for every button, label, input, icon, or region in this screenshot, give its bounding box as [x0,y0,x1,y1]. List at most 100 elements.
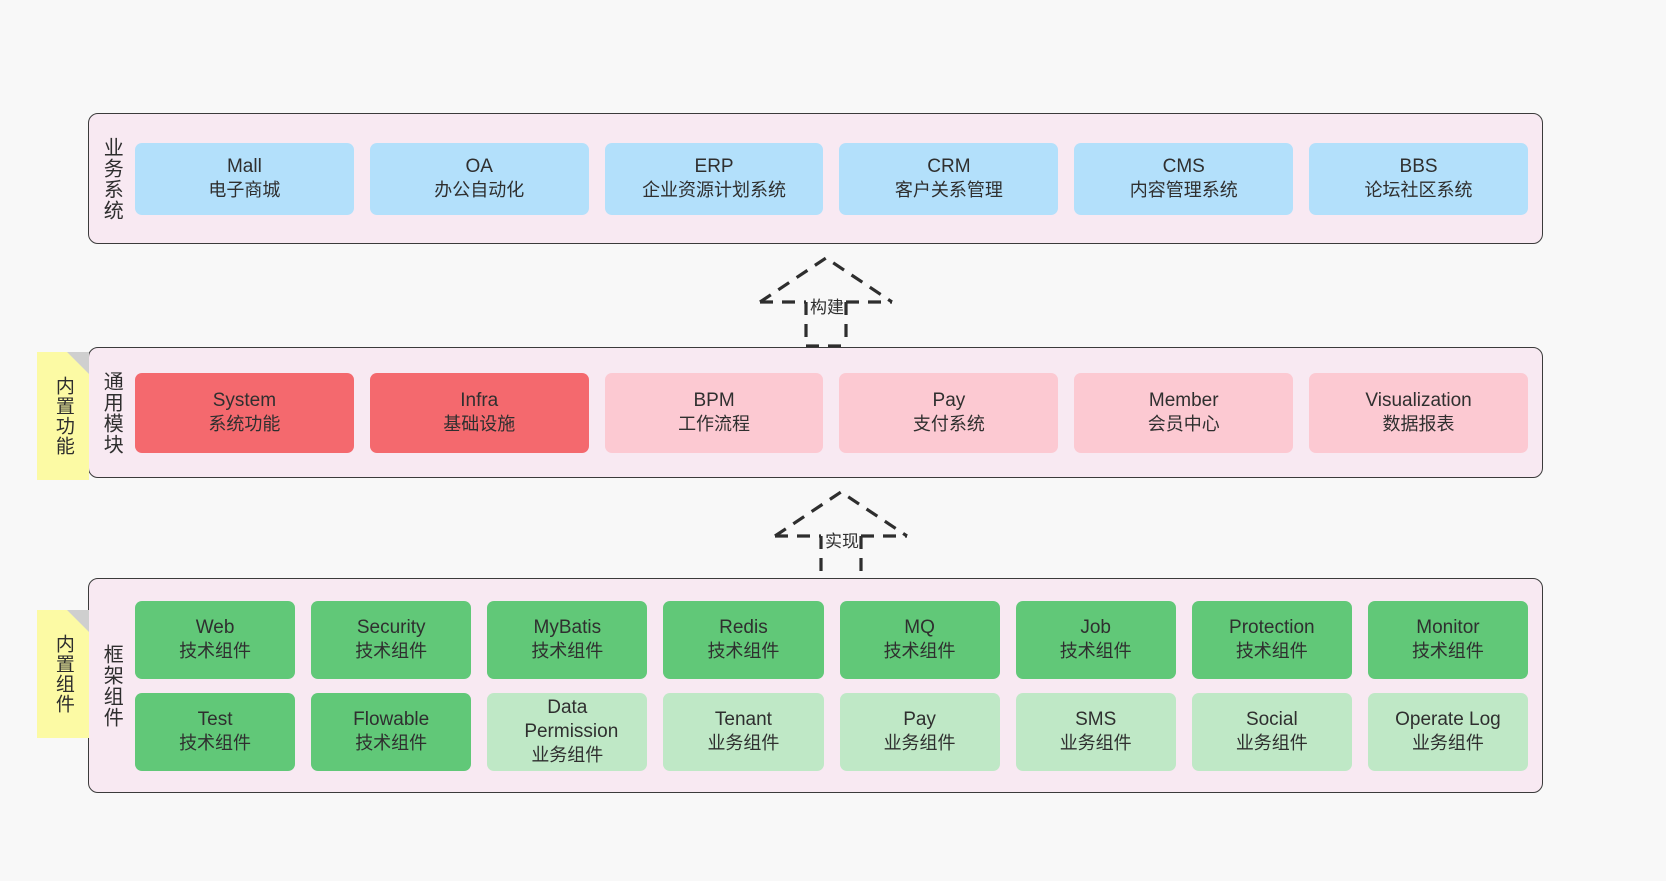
node-security[interactable]: Security 技术组件 [311,600,472,679]
node-subtitle: 业务组件 [883,733,956,754]
node-title: BBS [1399,156,1438,178]
node-mybatis[interactable]: MyBatis 技术组件 [487,600,648,679]
node-erp[interactable]: ERP 企业资源计划系统 [604,142,824,215]
layer-title-common-module: 通用模块 [100,370,123,455]
note-fold-icon [67,352,89,374]
node-subtitle: 技术组件 [531,641,604,662]
node-subtitle: 客户关系管理 [894,180,1003,201]
node-test[interactable]: Test 技术组件 [135,692,296,771]
node-subtitle: 业务组件 [1059,733,1132,754]
node-bpm[interactable]: BPM 工作流程 [604,372,824,453]
node-subtitle: 基础设施 [443,414,516,435]
node-title: Tenant [714,709,772,731]
node-subtitle: 会员中心 [1147,414,1220,435]
node-operate-log[interactable]: Operate Log 业务组件 [1367,692,1528,771]
node-tenant[interactable]: Tenant 业务组件 [663,692,824,771]
node-title: Social [1245,709,1298,731]
node-title: Operate Log [1395,709,1501,731]
note-builtin-feature-label: 内置功能 [52,376,74,456]
layer-title-business-system: 业务系统 [100,136,123,221]
node-member[interactable]: Member 会员中心 [1074,372,1294,453]
node-infra[interactable]: Infra 基础设施 [369,372,589,453]
node-title: Pay [932,390,966,412]
node-mall[interactable]: Mall 电子商城 [135,142,354,215]
node-subtitle: 支付系统 [912,414,985,435]
node-title: Test [197,709,233,731]
node-bbs[interactable]: BBS 论坛社区系统 [1309,142,1528,215]
node-title: Web [195,617,235,639]
node-crm[interactable]: CRM 客户关系管理 [839,142,1059,215]
layer-body-business-system: Mall 电子商城 OA 办公自动化 ERP 企业资源计划系统 CRM 客户关系… [133,114,1542,243]
node-row: Mall 电子商城 OA 办公自动化 ERP 企业资源计划系统 CRM 客户关系… [135,142,1528,215]
node-pay-module[interactable]: Pay 支付系统 [839,372,1059,453]
connector-implement: 实现 [765,484,925,584]
note-builtin-component: 内置组件 [37,610,89,738]
note-fold-icon [67,610,89,632]
node-subtitle: 企业资源计划系统 [642,180,787,201]
node-subtitle: 系统功能 [208,414,281,435]
node-title: Mall [226,156,262,178]
node-subtitle: 技术组件 [883,641,956,662]
node-row: System 系统功能 Infra 基础设施 BPM 工作流程 Pay 支付系统… [135,372,1528,453]
node-web[interactable]: Web 技术组件 [135,600,296,679]
connector-build-arrow [759,256,893,348]
node-subtitle: 技术组件 [355,641,428,662]
node-cms[interactable]: CMS 内容管理系统 [1074,142,1294,215]
node-title: Data Permission [524,697,619,743]
layer-body-framework-component: Web 技术组件 Security 技术组件 MyBatis 技术组件 Redi… [133,579,1542,792]
node-title: Security [356,617,426,639]
node-pay-component[interactable]: Pay 业务组件 [839,692,1000,771]
node-subtitle: 业务组件 [1235,733,1308,754]
node-data-permission[interactable]: Data Permission 业务组件 [487,692,648,771]
node-row: Web 技术组件 Security 技术组件 MyBatis 技术组件 Redi… [135,600,1528,679]
node-title: Monitor [1416,617,1480,639]
node-system[interactable]: System 系统功能 [135,372,354,453]
node-oa[interactable]: OA 办公自动化 [369,142,589,215]
node-social[interactable]: Social 业务组件 [1191,692,1352,771]
node-subtitle: 业务组件 [707,733,780,754]
node-redis[interactable]: Redis 技术组件 [663,600,824,679]
node-subtitle: 电子商城 [208,180,281,201]
node-title: MyBatis [533,617,602,639]
connector-build: 构建 [750,250,910,350]
node-subtitle: 业务组件 [531,745,604,766]
node-subtitle: 技术组件 [1235,641,1308,662]
node-title: CMS [1162,156,1205,178]
node-title: Protection [1229,617,1315,639]
node-subtitle: 业务组件 [1411,733,1484,754]
layer-common-module: 通用模块 System 系统功能 Infra 基础设施 BPM 工作流程 Pay… [88,347,1543,478]
node-sms[interactable]: SMS 业务组件 [1015,692,1176,771]
node-title: CRM [927,156,971,178]
node-subtitle: 技术组件 [355,733,428,754]
connector-build-label: 构建 [810,298,844,317]
node-title: MQ [904,617,935,639]
layer-body-common-module: System 系统功能 Infra 基础设施 BPM 工作流程 Pay 支付系统… [133,348,1542,477]
node-title: Member [1148,390,1219,412]
node-title: BPM [693,390,735,412]
node-subtitle: 工作流程 [678,414,751,435]
node-title: Infra [460,390,499,412]
node-title: SMS [1075,709,1117,731]
node-subtitle: 办公自动化 [434,180,525,201]
node-title: Pay [903,709,936,731]
node-mq[interactable]: MQ 技术组件 [839,600,1000,679]
node-subtitle: 技术组件 [1059,641,1132,662]
node-monitor[interactable]: Monitor 技术组件 [1367,600,1528,679]
node-title: Job [1080,617,1111,639]
node-subtitle: 技术组件 [179,641,252,662]
node-job[interactable]: Job 技术组件 [1015,600,1176,679]
node-row: Test 技术组件 Flowable 技术组件 Data Permission … [135,692,1528,771]
layer-title-framework-component: 框架组件 [100,643,123,728]
node-visualization[interactable]: Visualization 数据报表 [1309,372,1528,453]
node-protection[interactable]: Protection 技术组件 [1191,600,1352,679]
node-subtitle: 内容管理系统 [1129,180,1238,201]
note-builtin-component-label: 内置组件 [52,634,74,714]
node-flowable[interactable]: Flowable 技术组件 [311,692,472,771]
node-subtitle: 论坛社区系统 [1364,180,1473,201]
node-subtitle: 技术组件 [707,641,780,662]
node-title: Redis [719,617,768,639]
node-subtitle: 技术组件 [1411,641,1484,662]
connector-implement-label: 实现 [825,532,859,551]
layer-business-system: 业务系统 Mall 电子商城 OA 办公自动化 ERP 企业资源计划系统 CRM… [88,113,1543,244]
